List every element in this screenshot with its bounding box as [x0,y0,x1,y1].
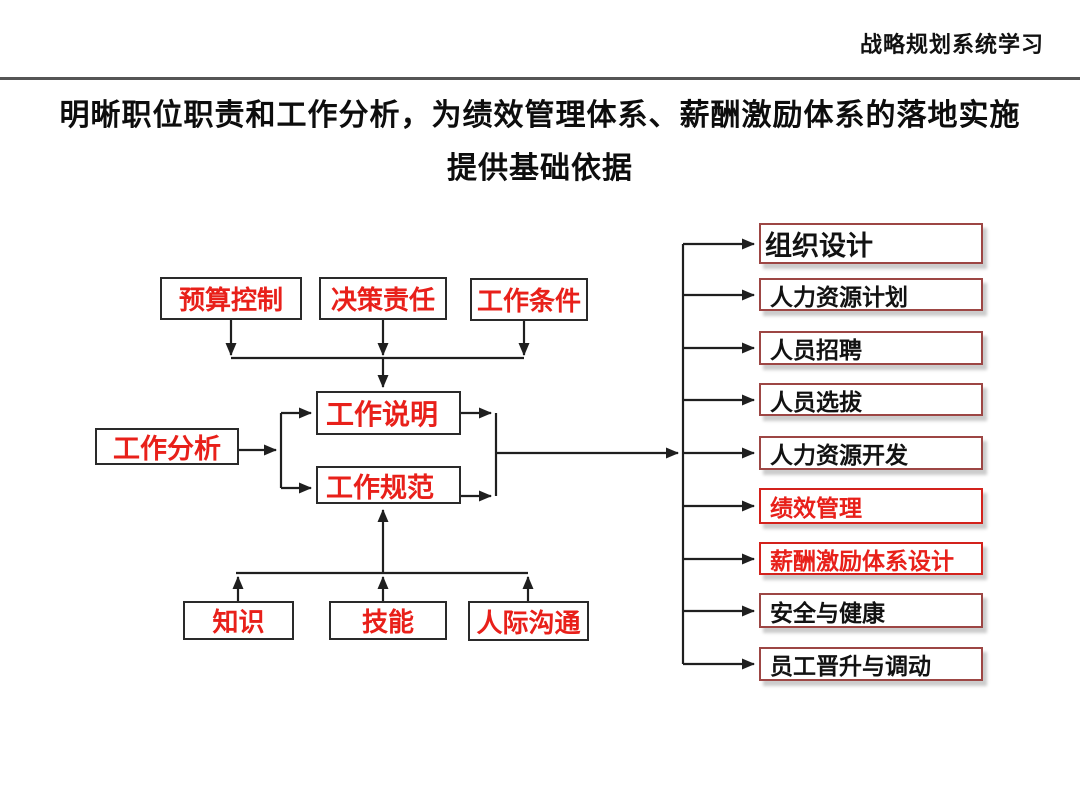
hr-function-hr-planning: 人力资源计划 [759,278,983,311]
slide-title: 明晰职位职责和工作分析，为绩效管理体系、薪酬激励体系的落地实施 提供基础依据 [0,96,1080,189]
slide-title-line2: 提供基础依据 [447,152,633,185]
hr-function-promotion-transfer: 员工晋升与调动 [759,647,983,681]
hr-function-hr-development: 人力资源开发 [759,436,983,470]
hr-function-organization-design: 组织设计 [759,223,983,264]
hr-function-safety-health: 安全与健康 [759,593,983,628]
node-knowledge: 知识 [183,601,294,640]
node-budget-control: 预算控制 [160,277,302,320]
node-job-specification: 工作规范 [316,466,461,504]
slide-title-line1: 明晰职位职责和工作分析，为绩效管理体系、薪酬激励体系的落地实施 [59,99,1021,132]
hr-function-performance-management: 绩效管理 [759,488,983,524]
header-brand: 战略规划系统学习 [859,32,1044,57]
header-rule [0,77,1080,80]
hr-function-selection: 人员选拔 [759,383,983,416]
hr-function-recruitment: 人员招聘 [759,331,983,365]
node-job-analysis: 工作分析 [95,428,239,465]
node-skills: 技能 [329,601,447,640]
hr-function-compensation-incentive-design: 薪酬激励体系设计 [759,542,983,575]
node-decision-responsibility: 决策责任 [319,277,447,320]
node-job-description: 工作说明 [316,391,461,435]
node-interpersonal-communication: 人际沟通 [468,601,589,641]
node-working-conditions: 工作条件 [470,278,588,321]
